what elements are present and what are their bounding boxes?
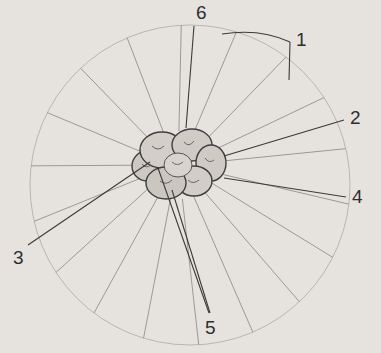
radial-rays xyxy=(31,25,349,345)
callout-number: 4 xyxy=(352,187,363,208)
callout-number: 2 xyxy=(350,108,361,129)
outer-circle xyxy=(30,25,350,345)
callout-number: 6 xyxy=(196,3,207,24)
callout-number: 3 xyxy=(13,248,24,269)
callout-number: 1 xyxy=(296,30,307,51)
callout-number: 5 xyxy=(205,318,216,339)
leader-lines xyxy=(28,26,346,313)
